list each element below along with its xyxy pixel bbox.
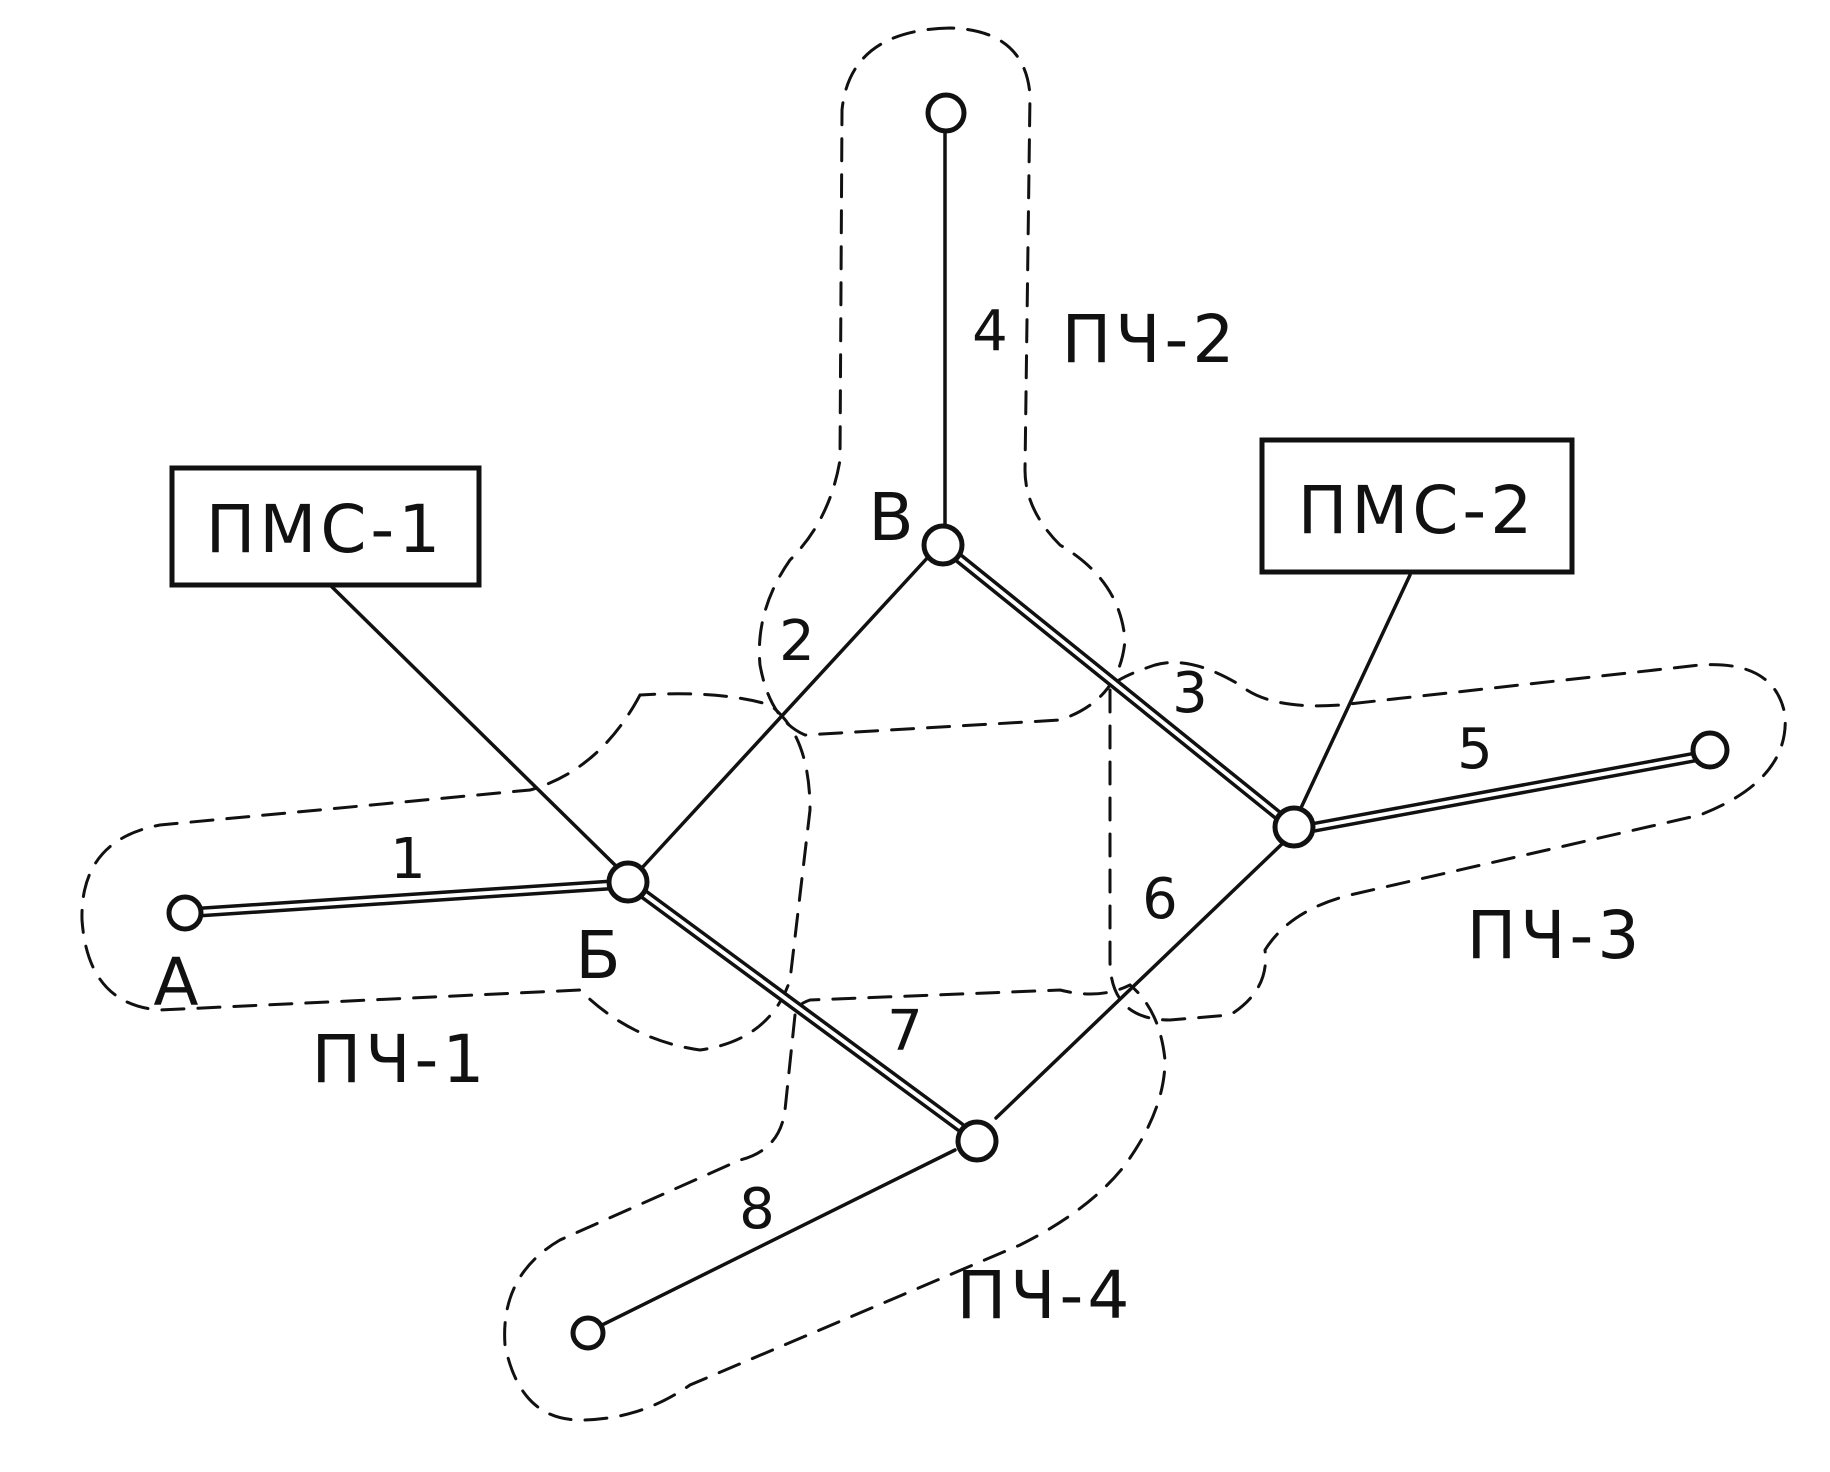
node-north-terminal [925, 92, 967, 134]
node-v [921, 523, 965, 567]
section-8-track [596, 1148, 957, 1329]
pms2-box: ПМС-2 [1259, 437, 1575, 575]
section-1-track [179, 878, 631, 919]
zone-pch3-boundary [1108, 661, 1787, 1022]
section-2-track [638, 553, 932, 872]
pms2-link-line [1298, 573, 1412, 812]
zone-boundaries [80, 26, 1787, 1422]
node-east-terminal [1690, 730, 1730, 770]
section-label-6: 6 [1142, 867, 1178, 932]
track-lines [179, 124, 1701, 1329]
section-label-4: 4 [972, 299, 1008, 364]
node-b [606, 860, 650, 904]
pms2-label: ПМС-2 [1298, 472, 1536, 549]
section-7-track [639, 889, 966, 1133]
zone-pch4-boundary [503, 983, 1167, 1422]
pms1-link-line [328, 583, 617, 867]
section-label-3: 3 [1172, 661, 1208, 726]
node-south-terminal [570, 1315, 606, 1351]
station-label-b: Б [575, 917, 624, 994]
pms1-box: ПМС-1 [169, 465, 482, 588]
section-6-track [994, 841, 1285, 1120]
zone-label-pch4: ПЧ-4 [957, 1257, 1134, 1334]
section-label-2: 2 [779, 609, 815, 674]
zone-pch1-boundary [80, 692, 812, 1052]
section-3-track [949, 549, 1286, 823]
section-5-track [1304, 751, 1701, 834]
station-label-v: В [868, 479, 917, 556]
zone-pch2-boundary [757, 26, 1127, 737]
section-label-1: 1 [390, 827, 426, 892]
station-label-a: А [153, 944, 202, 1021]
node-south-junction [955, 1119, 999, 1163]
zone-label-pch2: ПЧ-2 [1062, 301, 1239, 378]
section-label-5: 5 [1457, 717, 1493, 782]
node-a [166, 894, 204, 932]
zone-label-pch1: ПЧ-1 [312, 1021, 489, 1098]
node-east-junction [1272, 805, 1316, 849]
zone-label-pch3: ПЧ-3 [1467, 897, 1644, 974]
pms1-label: ПМС-1 [206, 491, 444, 568]
section-label-8: 8 [739, 1177, 775, 1242]
nodes [166, 92, 1730, 1351]
section-label-7: 7 [887, 999, 923, 1064]
